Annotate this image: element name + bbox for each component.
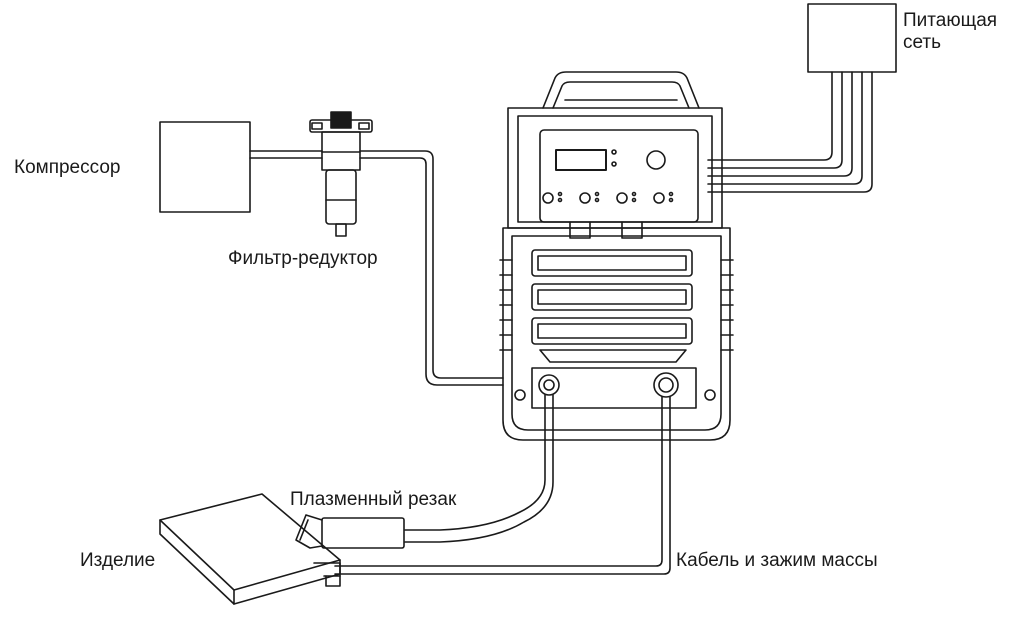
power-supply-box: [807, 3, 897, 73]
power-cable: [707, 71, 873, 193]
torch-cable: [404, 394, 554, 543]
air-hose-compressor-to-filter: [249, 150, 323, 159]
plasma-machine: [499, 71, 734, 441]
compressor-box: [159, 121, 251, 213]
label-compressor: Компрессор: [14, 157, 121, 178]
label-power-supply: Питающая сеть: [903, 10, 997, 54]
ground-cable: [334, 396, 671, 575]
label-power-supply-line1: Питающая: [903, 10, 998, 31]
label-ground-cable: Кабель и зажим массы: [676, 550, 878, 571]
label-power-supply-line2: сеть: [903, 32, 942, 53]
plasma-torch: [295, 514, 405, 549]
label-filter-regulator: Фильтр-редуктор: [228, 248, 378, 269]
label-workpiece: Изделие: [80, 550, 156, 571]
filter-regulator: [309, 111, 373, 237]
air-hose-filter-to-machine: [359, 150, 504, 386]
ground-clamp: [313, 562, 341, 587]
label-plasma-torch: Плазменный резак: [290, 489, 457, 510]
